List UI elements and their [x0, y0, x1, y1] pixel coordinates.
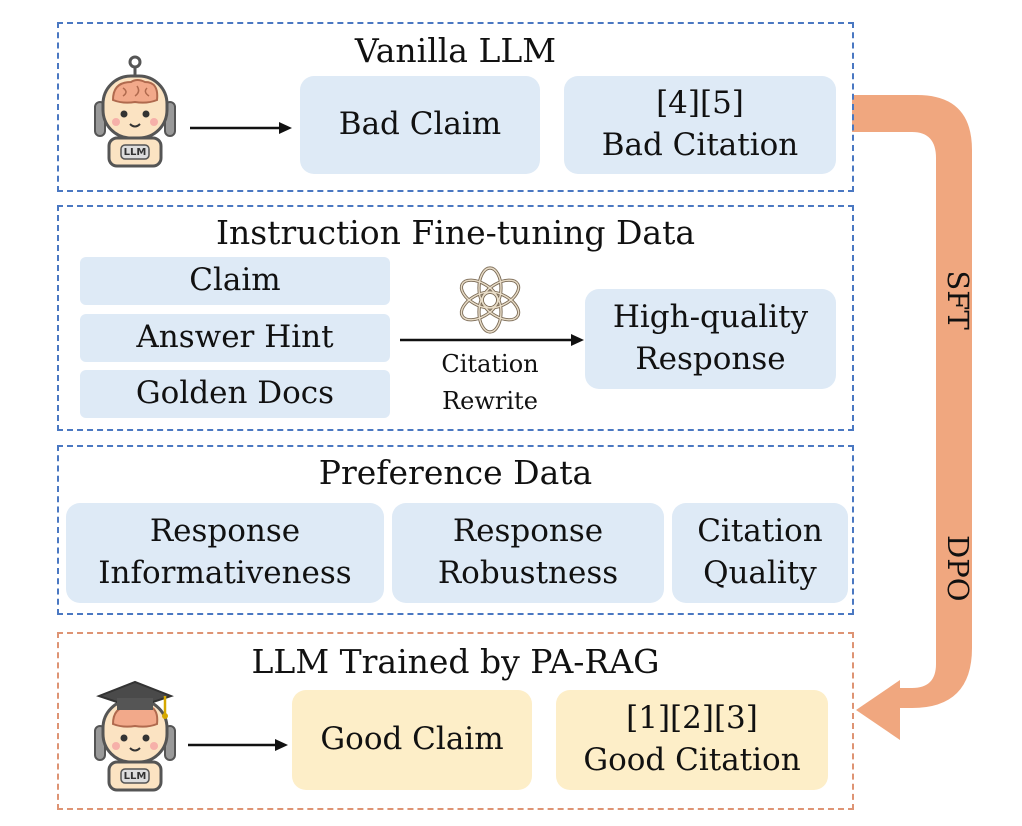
high-quality-response-box: High-quality Response — [585, 289, 836, 389]
preference-title: Preference Data — [318, 453, 593, 492]
input-claim-box: Claim — [80, 257, 390, 305]
good-claim-box: Good Claim — [292, 690, 532, 790]
input-claim-text: Claim — [189, 262, 281, 299]
high-quality-line1: High-quality — [612, 299, 809, 336]
pref-informativeness-line2: Informativeness — [98, 555, 352, 591]
trained-robot-badge: LLM — [123, 771, 147, 782]
pref-informativeness-line1: Response — [149, 513, 301, 550]
bad-claim-box: Bad Claim — [300, 76, 540, 174]
trained-llm-panel — [57, 632, 854, 810]
pref-robustness-box: Response Robustness — [392, 503, 664, 603]
vanilla-llm-panel — [57, 22, 854, 192]
citation-rewrite-line1: Citation — [441, 350, 539, 378]
good-citation-refs: [1][2][3] — [626, 700, 758, 737]
good-citation-text: Good Citation — [583, 742, 801, 778]
high-quality-line2: Response — [635, 341, 786, 377]
good-citation-box: [1][2][3] Good Citation — [556, 690, 828, 790]
pref-informativeness-box: Response Informativeness — [66, 503, 384, 603]
bad-citation-refs: [4][5] — [656, 85, 744, 122]
pref-citation-quality-box: Citation Quality — [672, 503, 848, 603]
input-answer-hint-box: Answer Hint — [80, 314, 390, 362]
pref-robustness-line1: Response — [452, 513, 604, 550]
bad-citation-text: Bad Citation — [601, 127, 799, 163]
vanilla-llm-title: Vanilla LLM — [354, 31, 557, 70]
bad-claim-text: Bad Claim — [338, 106, 502, 143]
trained-llm-title: LLM Trained by PA-RAG — [251, 642, 660, 681]
bad-citation-box: [4][5] Bad Citation — [564, 76, 836, 174]
citation-rewrite-line2: Rewrite — [442, 387, 538, 416]
pref-robustness-line2: Robustness — [437, 555, 619, 591]
good-claim-text: Good Claim — [320, 721, 504, 758]
input-answer-hint-text: Answer Hint — [136, 319, 334, 356]
vanilla-robot-badge: LLM — [123, 147, 147, 158]
instruction-panel — [57, 205, 854, 431]
citation-rewrite-label: Citation Rewrite — [420, 346, 560, 420]
flow-arrow-body — [852, 95, 972, 740]
input-golden-docs-box: Golden Docs — [80, 370, 390, 418]
preference-panel — [57, 445, 854, 615]
instruction-title: Instruction Fine-tuning Data — [215, 213, 696, 252]
input-golden-docs-text: Golden Docs — [135, 375, 335, 412]
pref-citation-quality-line1: Citation — [697, 513, 823, 550]
pref-citation-quality-line2: Quality — [703, 555, 817, 591]
